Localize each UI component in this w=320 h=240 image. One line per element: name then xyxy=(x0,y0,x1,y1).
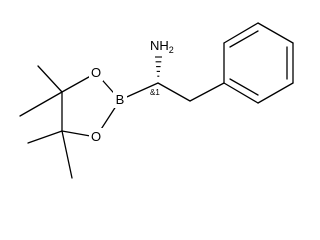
oxygen-atom-label-top: O xyxy=(91,65,101,80)
benzene-ring xyxy=(223,22,294,104)
amine-hydrogen-count: 2 xyxy=(169,45,174,55)
amine-hydrogen: H xyxy=(159,38,168,53)
molecule-structure: B O O NH2 &1 xyxy=(19,22,294,179)
bond-ch2-phenyl xyxy=(189,82,225,102)
bond-chiral-carbon-ch2 xyxy=(157,82,191,102)
boron-atom-label: B xyxy=(116,92,125,107)
hashed-wedge-bond xyxy=(155,56,162,77)
oxygen-atom-label-bottom: O xyxy=(91,129,101,144)
stereo-flag-label: &1 xyxy=(150,88,160,97)
amine-label: NH2 xyxy=(150,38,174,55)
bond-methyl-3 xyxy=(27,130,63,144)
bond-methyl-1 xyxy=(37,65,63,93)
amine-nitrogen: N xyxy=(150,38,159,53)
bond-methyl-2 xyxy=(19,91,63,117)
bond-methyl-4 xyxy=(61,130,73,179)
